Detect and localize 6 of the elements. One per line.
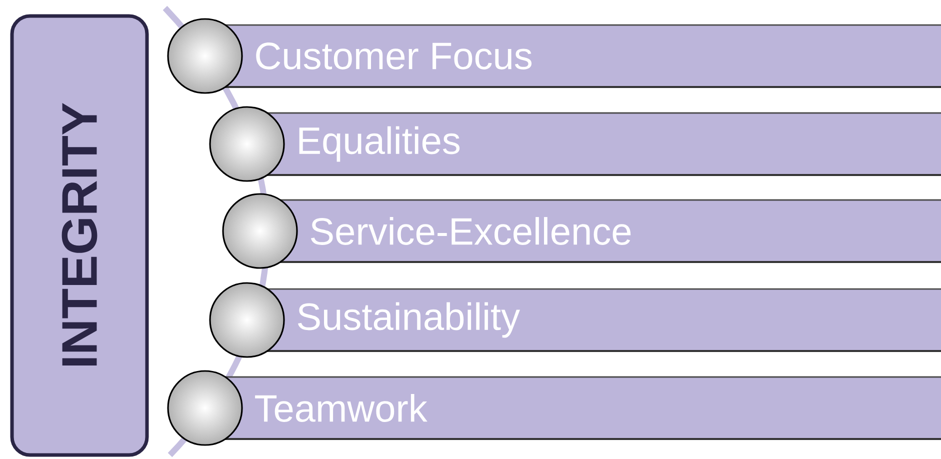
bar: Customer Focus (167, 18, 941, 94)
bar: Equalities (209, 106, 941, 182)
bar: Service-Excellence (222, 193, 941, 269)
bar: Teamwork (167, 370, 941, 446)
title-box: INTEGRITY (10, 14, 149, 457)
bar: Sustainability (209, 282, 941, 358)
